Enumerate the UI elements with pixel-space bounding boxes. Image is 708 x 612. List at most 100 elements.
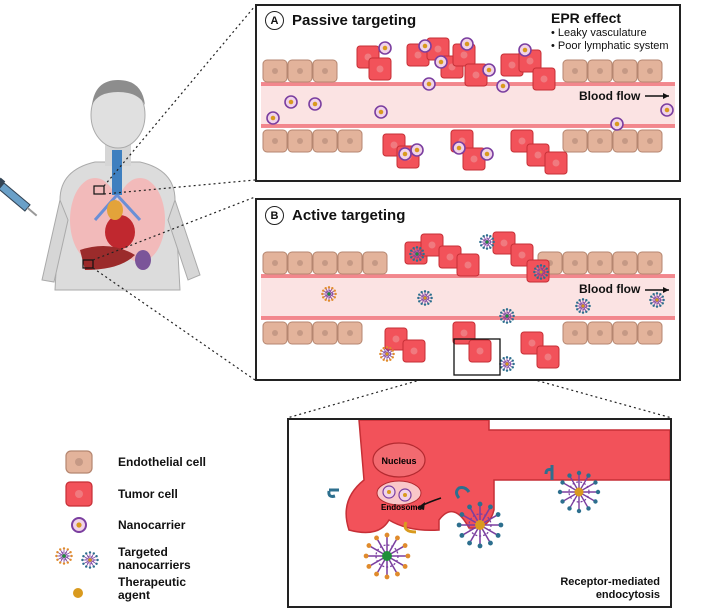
nanocarrier <box>480 147 494 161</box>
panel-a-title: A Passive targeting <box>265 11 416 30</box>
nanocarrier <box>434 55 448 69</box>
legend-targeted-line-1: Targeted <box>118 545 168 559</box>
endothelial-cell <box>637 129 663 153</box>
endothelial-cell <box>637 251 663 275</box>
endothelial-cell <box>562 129 588 153</box>
endothelial-cell <box>587 321 613 345</box>
endocytosis-illustration: Nucleus Endosome <box>327 420 670 580</box>
epr-item-lymphatic: • Poor lymphatic system <box>551 40 669 52</box>
targeted-nanocarrier <box>479 234 495 250</box>
targeted-nanocarrier <box>649 292 665 308</box>
endothelial-cell <box>262 251 288 275</box>
endocytosis-caption: Receptor-mediated endocytosis <box>560 576 660 602</box>
tumor-cell <box>402 339 426 363</box>
nanocarrier <box>398 147 412 161</box>
legend-therapeutic-line-2: agent <box>118 588 151 602</box>
endothelial-cell <box>587 251 613 275</box>
targeted-nanocarrier <box>575 298 591 314</box>
tumor-cell <box>536 345 560 369</box>
endothelial-cell <box>587 59 613 83</box>
legend-nanocarrier: Nanocarrier <box>118 518 186 532</box>
targeted-nanocarrier-icon <box>55 547 73 565</box>
endothelial-cell <box>637 59 663 83</box>
tumor-cell <box>510 129 534 153</box>
endothelial-cell <box>287 321 313 345</box>
nanocarrier <box>308 97 322 111</box>
active-targeting-panel: B Active targeting Blood flow <box>255 198 681 381</box>
endothelial-cell <box>262 129 288 153</box>
human-body-illustration <box>0 80 201 291</box>
panel-a-title-text: Passive targeting <box>292 12 417 29</box>
legend-targeted: Targeted nanocarriers <box>118 546 191 572</box>
epr-title: EPR effect <box>551 10 622 26</box>
nucleus-label: Nucleus <box>381 456 416 466</box>
tumor-cell <box>384 327 408 351</box>
nanocarrier <box>452 141 466 155</box>
nanocarrier <box>374 105 388 119</box>
nanocarrier <box>660 103 674 117</box>
caption-line-2: endocytosis <box>595 589 660 601</box>
legend-therapeutic-line-1: Therapeutic <box>118 575 187 589</box>
panel-a-label: A <box>265 11 284 30</box>
tumor-cell <box>456 253 480 277</box>
endothelial-cell <box>562 321 588 345</box>
nanocarrier <box>482 63 496 77</box>
endothelial-cell <box>312 129 338 153</box>
tumor-cell <box>420 233 444 257</box>
tumor-cell <box>544 151 568 175</box>
targeted-nanocarrier <box>379 346 395 362</box>
zoom-box <box>453 338 501 376</box>
active-targeting-vessel <box>261 231 675 376</box>
endothelial-cell <box>337 251 363 275</box>
legend-therapeutic: Therapeutic agent <box>118 576 186 602</box>
legend-targeted-line-2: nanocarriers <box>118 558 191 572</box>
targeted-nanocarrier <box>557 470 601 514</box>
tumor-cell <box>526 143 550 167</box>
blood-flow-label-b: Blood flow <box>579 282 641 296</box>
nanocarrier <box>418 39 432 53</box>
nanocarrier <box>422 77 436 91</box>
caption-line-1: Receptor-mediated <box>560 576 660 588</box>
endothelial-cell <box>612 59 638 83</box>
tumor-cell <box>468 339 492 363</box>
endothelial-cell <box>562 251 588 275</box>
nanocarrier <box>378 41 392 55</box>
targeted-nanocarrier <box>363 532 411 580</box>
epr-effect-box: EPR effect • Leaky vasculature • Poor ly… <box>551 10 669 53</box>
legend-tumor: Tumor cell <box>118 487 178 501</box>
endothelial-cell <box>612 321 638 345</box>
endothelial-cell <box>587 129 613 153</box>
endothelial-cell <box>262 59 288 83</box>
panel-b-title-text: Active targeting <box>292 207 406 224</box>
passive-targeting-vessel <box>261 37 675 175</box>
targeted-nanocarrier <box>417 290 433 306</box>
tumor-cell <box>500 53 524 77</box>
panel-b-title: B Active targeting <box>265 206 405 225</box>
blood-flow-label-a: Blood flow <box>579 89 641 103</box>
targeted-nanocarrier <box>456 501 504 549</box>
nanocarrier <box>266 111 280 125</box>
endothelial-cell <box>362 251 388 275</box>
endothelial-cell <box>562 59 588 83</box>
nanocarrier <box>284 95 298 109</box>
targeted-nanocarrier <box>499 356 515 372</box>
nanocarrier <box>460 37 474 51</box>
endothelial-cell <box>287 129 313 153</box>
endothelial-cell <box>312 59 338 83</box>
targeted-nanocarrier <box>533 264 549 280</box>
endothelial-cell <box>312 321 338 345</box>
passive-targeting-panel: A Passive targeting EPR effect • Leaky v… <box>255 4 681 182</box>
nanocarrier <box>610 117 624 131</box>
nanocarrier <box>410 143 424 157</box>
nanocarrier <box>496 79 510 93</box>
targeted-nanocarrier <box>499 308 515 324</box>
epr-item-leaky: • Leaky vasculature <box>551 27 647 39</box>
endothelial-cell <box>287 59 313 83</box>
targeted-nanocarrier <box>321 286 337 302</box>
tumor-cell <box>532 67 556 91</box>
endosome-label: Endosome <box>381 503 422 512</box>
targeted-nanocarrier-icon <box>81 551 99 569</box>
legend-icons <box>55 450 99 598</box>
endothelial-cell <box>337 129 363 153</box>
